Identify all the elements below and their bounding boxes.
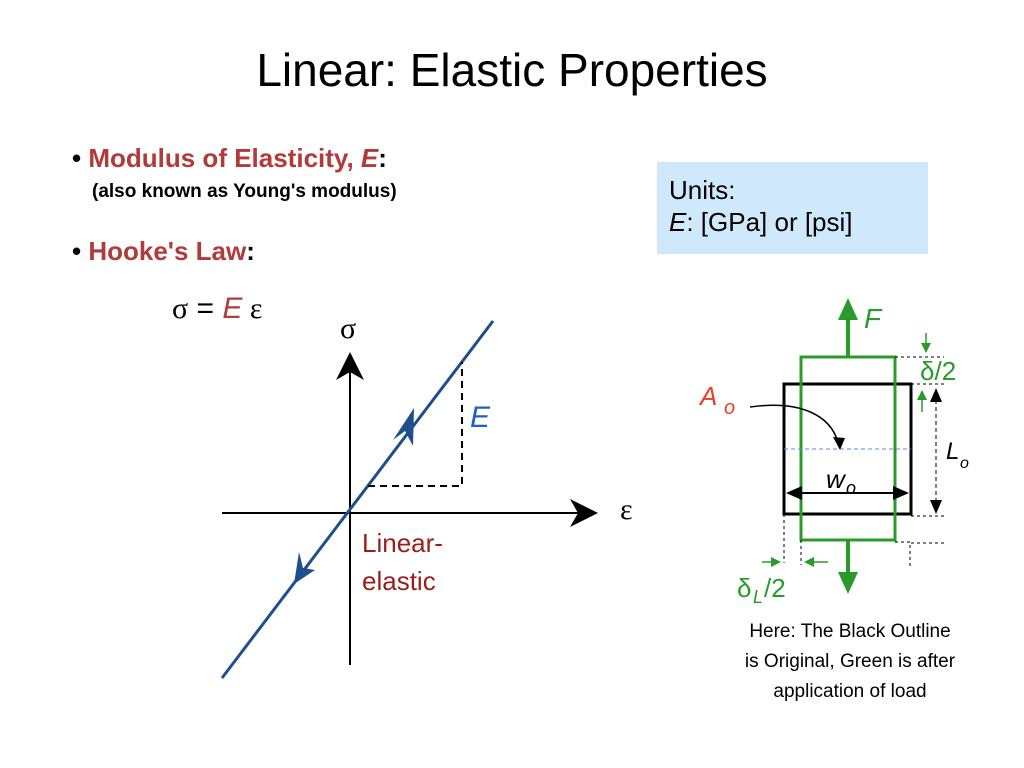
length-bottom-arrowhead	[930, 500, 942, 514]
linear-elastic-curve	[220, 320, 495, 679]
force-down-arrowhead	[838, 572, 858, 594]
bullet-dot: •	[72, 143, 82, 173]
area-pointer-curve	[749, 404, 839, 443]
stress-strain-graph: σ ε E Linear- elastic	[220, 312, 633, 679]
delta-half-label: δ/2	[920, 356, 956, 386]
formula-equals: =	[188, 292, 223, 325]
unloading-arrowhead	[294, 552, 315, 584]
youngs-modulus-note: (also known as Young's modulus)	[92, 181, 397, 202]
y-axis-arrowhead	[336, 352, 364, 380]
hooke-formula: σ = E ε	[172, 292, 263, 326]
force-label: F	[864, 303, 883, 334]
loading-arrowhead	[393, 408, 414, 446]
curve-label-line1: Linear-	[362, 528, 443, 558]
modulus-symbol: E	[360, 143, 379, 173]
formula-sigma: σ	[172, 292, 189, 325]
bottom-right-guide	[895, 541, 911, 566]
area-label: A	[698, 381, 717, 411]
formula-epsilon: ε	[242, 292, 263, 325]
width-left-arrowhead	[786, 486, 802, 500]
x-axis-label: ε	[620, 493, 633, 526]
slide-title: Linear: Elastic Properties	[256, 44, 768, 96]
length-subscript: o	[960, 455, 969, 472]
slope-label: E	[470, 401, 491, 434]
area-subscript: o	[724, 397, 735, 419]
bullet-modulus: • Modulus of Elasticity, E:	[72, 143, 387, 174]
length-top-arrowhead	[930, 388, 942, 402]
caption-line3: application of load	[773, 681, 927, 702]
units-line: E: [GPa] or [psi]	[669, 206, 928, 238]
width-label: w	[826, 464, 847, 494]
bullet-hooke: • Hooke's Law:	[72, 236, 255, 267]
units-heading: Units:	[669, 175, 736, 205]
deltaL-subscript: L	[753, 587, 763, 607]
caption-line1: Here: The Black Outline	[749, 621, 951, 642]
y-axis-label: σ	[340, 312, 356, 345]
x-axis-arrowhead	[570, 499, 598, 527]
specimen-caption: Here: The Black Outline is Original, Gre…	[712, 617, 988, 707]
force-up-arrowhead	[838, 298, 858, 320]
deltaL-half: /2	[764, 573, 786, 603]
specimen-diagram: F δ/2 L o w o A o δ L /2	[698, 298, 969, 607]
modulus-label: Modulus of Elasticity,	[88, 143, 361, 173]
deltaL-label: δ	[737, 573, 751, 603]
hooke-label: Hooke's Law	[88, 236, 247, 266]
formula-E: E	[222, 292, 243, 325]
curve-label-line2: elastic	[362, 566, 436, 596]
width-right-arrowhead	[893, 486, 909, 500]
units-E: E	[669, 207, 687, 237]
caption-line2: is Original, Green is after	[744, 651, 956, 672]
length-label: L	[946, 438, 959, 465]
area-pointer-arrowhead	[833, 437, 845, 450]
units-values: : [GPa] or [psi]	[686, 207, 853, 237]
units-box: Units: E: [GPa] or [psi]	[657, 162, 928, 254]
modulus-colon: :	[378, 143, 387, 173]
width-subscript: o	[846, 478, 856, 498]
hooke-colon: :	[246, 236, 255, 266]
bullet-dot: •	[72, 236, 82, 266]
